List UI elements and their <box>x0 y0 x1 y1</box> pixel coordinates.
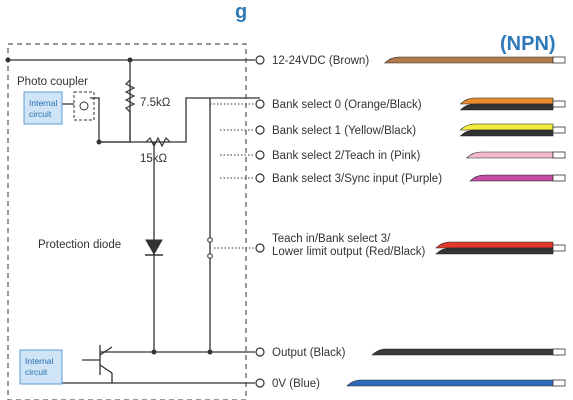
node-dots <box>5 57 213 355</box>
wires-layer: 12-24VDC (Brown) Bank select 0 (Orange/Bl… <box>255 55 566 390</box>
resistor-7-5k <box>124 79 136 142</box>
diode-icon <box>145 239 163 256</box>
terminal-5 <box>255 243 265 253</box>
wire-0: 12-24VDC (Brown) <box>255 55 566 67</box>
sensor-boundary <box>7 43 247 400</box>
wire-3: Bank select 2/Teach in (Pink) <box>255 150 566 162</box>
switch-contact-bottom <box>207 253 213 259</box>
resistor2-label: 15kΩ <box>140 153 168 165</box>
cable-band-1-1 <box>459 103 554 111</box>
cable-band-2-0 <box>459 123 554 131</box>
cable-band-1-0 <box>459 97 554 105</box>
wire-label-1: Bank select 0 (Orange/Black) <box>272 99 422 111</box>
header-type-label: (NPN) <box>500 33 556 55</box>
photo-led-icon <box>79 101 89 111</box>
terminal-6 <box>255 347 265 357</box>
cable-tip-7 <box>552 379 566 387</box>
cable-band-5-1 <box>435 247 554 255</box>
branch-dotted-lines <box>210 103 255 249</box>
terminal-1 <box>255 99 265 109</box>
wire-5: Teach in/Bank select 3/Lower limit outpu… <box>255 233 566 258</box>
wire-4: Bank select 3/Sync input (Purple) <box>255 173 566 185</box>
cable-band-2-1 <box>459 129 554 137</box>
cable-tip-3 <box>552 151 566 159</box>
internal-circuit-bottom-line1: Internal <box>25 356 53 366</box>
photo-coupler-icon <box>73 91 95 121</box>
wire-label-4: Bank select 3/Sync input (Purple) <box>272 173 442 185</box>
resistor1-label: 7.5kΩ <box>140 97 171 109</box>
wire-6: Output (Black) <box>255 347 566 359</box>
cable-band-4-0 <box>469 174 554 182</box>
internal-circuit-top-line1: Internal <box>29 98 57 108</box>
internal-circuit-box-top <box>23 91 63 125</box>
cable-tip-5 <box>552 244 566 252</box>
cable-tip-1 <box>552 100 566 108</box>
wire-label-0: 12-24VDC (Brown) <box>272 55 369 67</box>
wire-label-3: Bank select 2/Teach in (Pink) <box>272 150 420 162</box>
terminal-4 <box>255 173 265 183</box>
cable-band-7-0 <box>346 379 554 387</box>
cable-tip-2 <box>552 126 566 134</box>
internal-circuit-box-bottom <box>19 349 63 385</box>
cable-band-0-0 <box>384 56 554 64</box>
terminal-3 <box>255 150 265 160</box>
internal-circuit-top-line2: circuit <box>29 109 52 119</box>
wire-label-2: Bank select 1 (Yellow/Black) <box>272 125 416 137</box>
cable-band-6-0 <box>371 348 554 356</box>
switch-contact-top <box>207 237 213 243</box>
cable-band-5-0 <box>435 241 554 249</box>
wire-2: Bank select 1 (Yellow/Black) <box>255 123 566 137</box>
wire-label-6: Output (Black) <box>272 347 346 359</box>
cable-tip-6 <box>552 348 566 356</box>
wire-label-5: Teach in/Bank select 3/Lower limit outpu… <box>272 233 426 258</box>
internal-circuit-bottom-line2: circuit <box>25 367 48 377</box>
terminal-0 <box>255 55 265 65</box>
wire-1: Bank select 0 (Orange/Black) <box>255 97 566 111</box>
terminal-2 <box>255 125 265 135</box>
terminal-7 <box>255 378 265 388</box>
header-title-fragment: g <box>235 1 247 23</box>
photo-coupler-label: Photo coupler <box>17 76 88 88</box>
resistor-15k <box>145 136 171 148</box>
protection-diode-label: Protection diode <box>38 239 121 251</box>
cable-tip-4 <box>552 174 566 182</box>
cable-tip-0 <box>552 56 566 64</box>
cable-band-3-0 <box>465 151 554 159</box>
wire-7: 0V (Blue) <box>255 378 566 390</box>
wire-label-7: 0V (Blue) <box>272 378 320 390</box>
